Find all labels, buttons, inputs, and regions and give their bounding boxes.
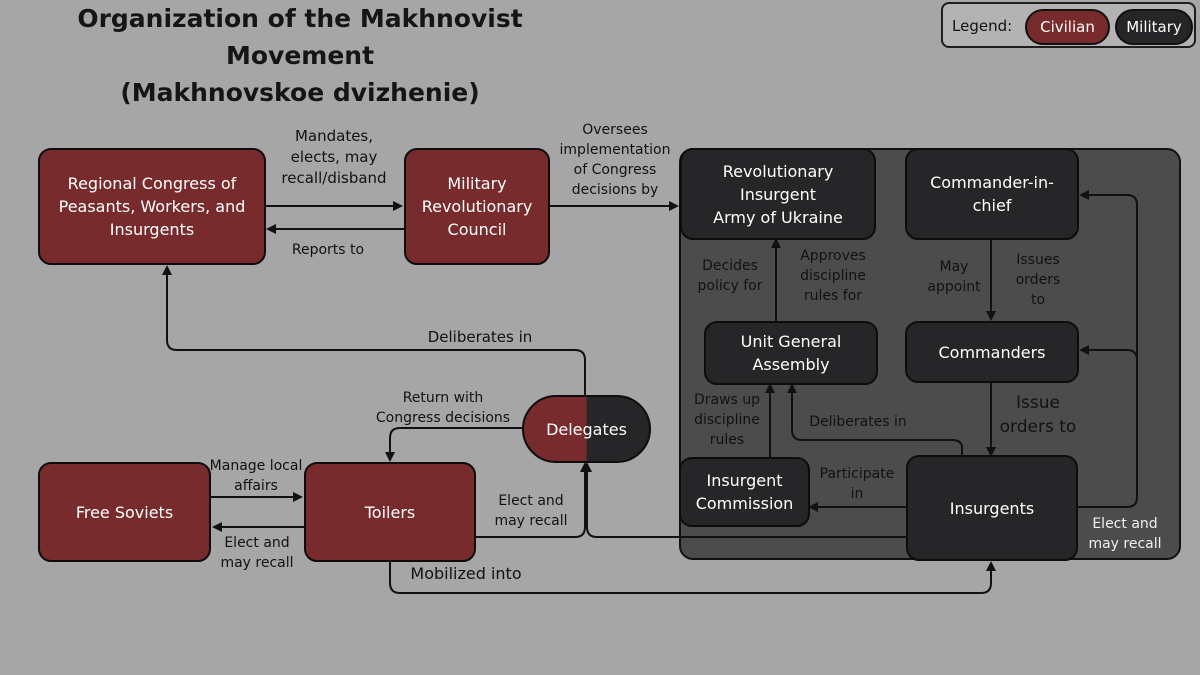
node-commander-in-chief: Commander-in- chief [905, 148, 1079, 240]
label-issue-orders-to: Issue orders to [999, 393, 1077, 437]
node-military-revolutionary-council: Military Revolutionary Council [404, 148, 550, 265]
label-mobilized-into: Mobilized into [410, 564, 522, 583]
label-deliberates-in-assembly: Deliberates in [809, 414, 907, 430]
node-insurgents: Insurgents [906, 455, 1078, 561]
node-commanders: Commanders [905, 321, 1079, 383]
title-line-1: Organization of the Makhnovist Movement [77, 4, 523, 70]
label-decides-policy: Decides policy for [697, 258, 763, 294]
node-unit-general-assembly: Unit General Assembly [704, 321, 878, 385]
node-free-soviets: Free Soviets [38, 462, 211, 562]
label-elect-recall-soviets: Elect and may recall [220, 535, 294, 571]
edge-deliberates-assembly [787, 383, 963, 455]
edge-elect-recall-commanders [1079, 345, 1138, 361]
label-elect-recall-insurgents: Elect and may recall [1088, 516, 1162, 552]
label-participate-in: Participate in [819, 466, 895, 502]
label-reports-to: Reports to [291, 242, 365, 258]
edge-elect-recall-insurgents [1078, 190, 1138, 508]
page-title: Organization of the Makhnovist Movement … [0, 0, 600, 111]
label-return-decisions: Return with Congress decisions [375, 390, 511, 426]
node-delegates: Delegates [522, 395, 651, 463]
node-regional-congress: Regional Congress of Peasants, Workers, … [38, 148, 266, 265]
edge-insurgents-delegates [582, 462, 906, 538]
label-issues-orders-to: Issues orders to [1015, 252, 1061, 308]
label-deliberates-in-congress: Deliberates in [427, 328, 533, 346]
title-line-2: (Makhnovskoe dvizhenie) [120, 78, 480, 107]
node-insurgent-commission: Insurgent Commission [679, 457, 810, 527]
label-oversees: Oversees implementation of Congress deci… [559, 122, 671, 198]
edge-mobilized-into [389, 561, 996, 594]
label-mandates: Mandates, elects, may recall/disband [281, 127, 387, 187]
node-toilers: Toilers [304, 462, 476, 562]
label-manage-local: Manage local affairs [209, 458, 303, 494]
label-may-appoint: May appoint [927, 259, 981, 295]
edge-return-decisions [385, 427, 522, 462]
edge-deliberates-congress [162, 265, 586, 397]
legend-civilian: Civilian [1025, 9, 1110, 45]
legend-military: Military [1115, 9, 1193, 45]
node-army: Revolutionary Insurgent Army of Ukraine [680, 148, 876, 240]
label-draws-up: Draws up discipline rules [693, 392, 761, 448]
label-approves-discipline: Approves discipline rules for [800, 248, 866, 304]
edge-elect-recall-delegates [476, 462, 590, 538]
label-elect-recall-delegates: Elect and may recall [494, 493, 568, 529]
legend: Legend: Civilian Military [941, 2, 1196, 48]
legend-label: Legend: [952, 17, 1013, 35]
